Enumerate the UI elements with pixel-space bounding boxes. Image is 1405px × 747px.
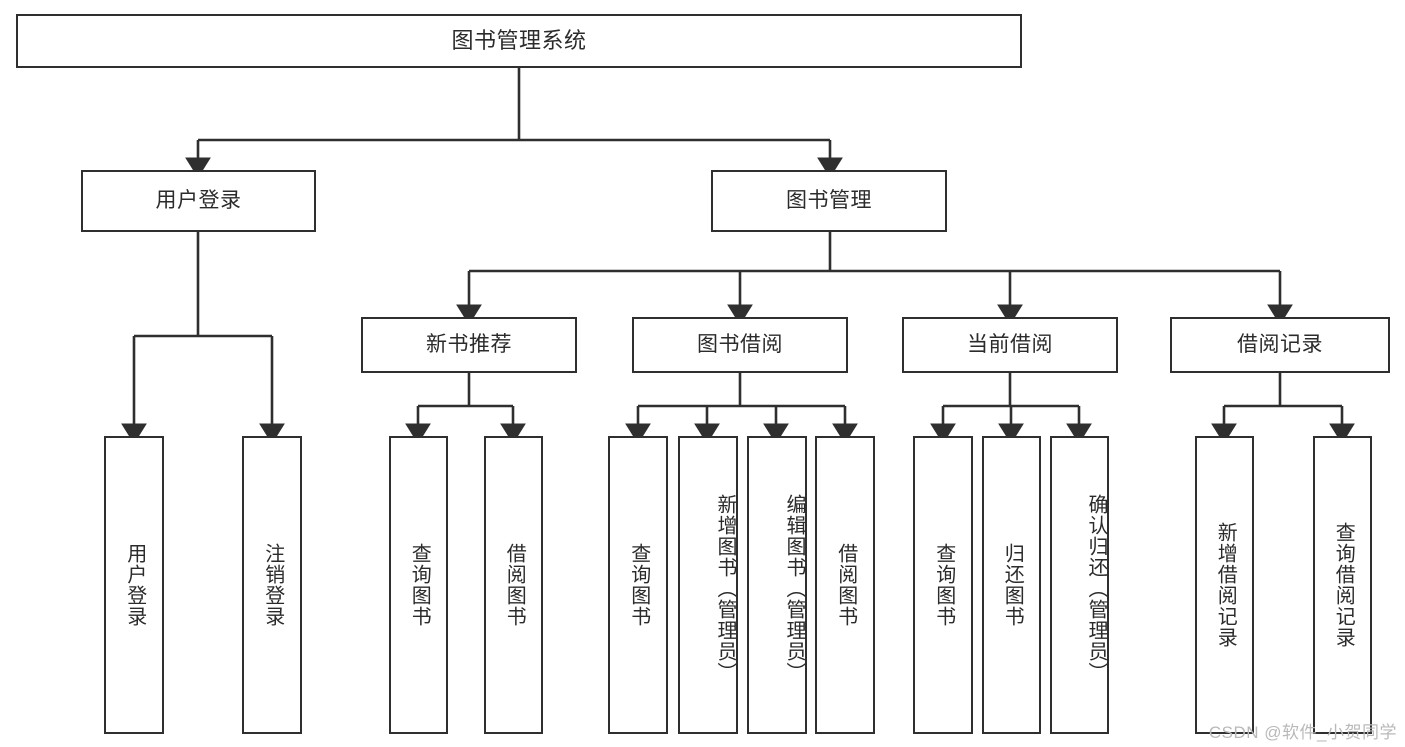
leaf-return-book[interactable]: 归还图书 [982, 436, 1041, 734]
node-current-borrow[interactable]: 当前借阅 [902, 317, 1118, 373]
leaf-user-login[interactable]: 用户登录 [104, 436, 164, 734]
leaf-query-book-borrow[interactable]: 查询图书 [608, 436, 668, 734]
leaf-logout-login[interactable]: 注销登录 [242, 436, 302, 734]
leaf-add-borrow-record[interactable]: 新增借阅记录 [1195, 436, 1254, 734]
csdn-watermark: CSDN @软件_小贺同学 [1208, 723, 1397, 742]
leaf-confirm-return-admin[interactable]: 确认归还（管理员） [1050, 436, 1109, 734]
node-borrow-record[interactable]: 借阅记录 [1170, 317, 1390, 373]
leaf-query-book-current[interactable]: 查询图书 [913, 436, 973, 734]
node-root-library-management-system[interactable]: 图书管理系统 [16, 14, 1022, 68]
leaf-query-borrow-record[interactable]: 查询借阅记录 [1313, 436, 1372, 734]
leaf-borrow-book-recommend[interactable]: 借阅图书 [484, 436, 543, 734]
leaf-edit-book-admin[interactable]: 编辑图书（管理员） [747, 436, 807, 734]
node-book-management[interactable]: 图书管理 [711, 170, 947, 232]
leaf-borrow-book[interactable]: 借阅图书 [815, 436, 875, 734]
leaf-add-book-admin[interactable]: 新增图书（管理员） [678, 436, 738, 734]
node-book-borrow[interactable]: 图书借阅 [632, 317, 848, 373]
leaf-query-book-recommend[interactable]: 查询图书 [389, 436, 448, 734]
node-new-book-recommend[interactable]: 新书推荐 [361, 317, 577, 373]
node-user-login[interactable]: 用户登录 [81, 170, 316, 232]
